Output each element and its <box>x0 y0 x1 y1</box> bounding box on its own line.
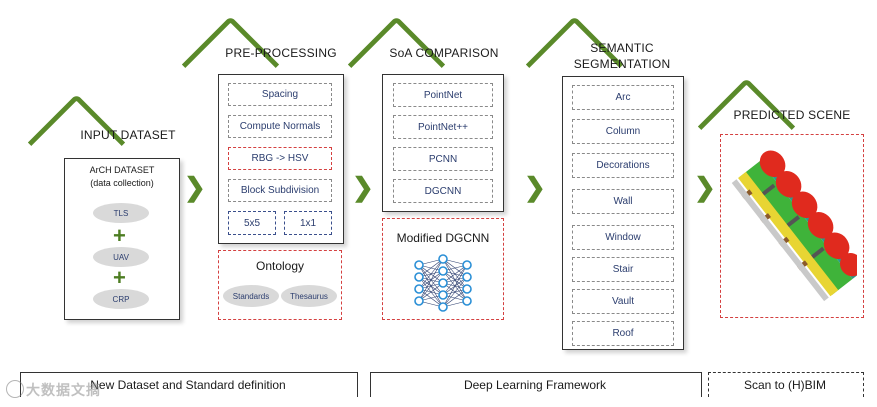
predicted-title: PREDICTED SCENE <box>733 108 851 122</box>
class-decorations: Decorations <box>572 153 674 178</box>
model-pcnn: PCNN <box>393 147 493 171</box>
chevron-right-icon: ❯ <box>524 172 546 202</box>
step-rgb-hsv: RBG -> HSV <box>228 147 332 170</box>
source-crp: CRP <box>93 289 149 309</box>
model-pointnet-plus: PointNet++ <box>393 115 493 139</box>
footer-middle-label: Deep Learning Framework <box>463 378 607 392</box>
model-pointnet: PointNet <box>393 83 493 107</box>
segmentation-title: SEMANTIC SEGMENTATION <box>560 40 684 72</box>
model-dgcnn: DGCNN <box>393 179 493 203</box>
input-dataset-title: INPUT DATASET <box>80 128 176 142</box>
step-compute-normals: Compute Normals <box>228 115 332 138</box>
chevron-right-icon: ❯ <box>184 172 206 202</box>
ontology-box: Ontology Standards Thesaurus <box>218 250 342 320</box>
class-arc: Arc <box>572 85 674 110</box>
chevron-right-icon: ❯ <box>352 172 374 202</box>
modified-dgcnn-title: Modified DGCNN <box>396 231 490 245</box>
panel-title: ArCH DATASET <box>89 165 155 175</box>
predicted-scene-box <box>720 134 864 318</box>
input-dataset-panel: ArCH DATASET (data collection) TLS + UAV… <box>64 158 180 320</box>
preprocessing-panel: Spacing Compute Normals RBG -> HSV Block… <box>218 74 344 244</box>
ontology-title: Ontology <box>255 259 305 273</box>
block-5x5: 5x5 <box>228 211 276 235</box>
modified-dgcnn-box: Modified DGCNN <box>382 218 504 320</box>
footer-right-bracket <box>708 372 864 397</box>
class-column: Column <box>572 119 674 144</box>
plus-icon: + <box>113 265 126 290</box>
block-1x1: 1x1 <box>284 211 332 235</box>
preprocessing-title: PRE-PROCESSING <box>225 46 337 60</box>
class-stair: Stair <box>572 257 674 282</box>
chevron-right-icon: ❯ <box>694 172 716 202</box>
segmentation-title-line2: SEGMENTATION <box>573 57 671 71</box>
ontology-thesaurus: Thesaurus <box>281 285 337 307</box>
point-cloud-image <box>731 150 857 302</box>
watermark: 大数据文摘 <box>26 382 101 398</box>
class-roof: Roof <box>572 321 674 346</box>
watermark-logo-icon <box>6 380 24 398</box>
step-block-subdivision: Block Subdivision <box>228 179 332 202</box>
ontology-standards: Standards <box>223 285 279 307</box>
footer-middle-bracket <box>370 372 702 397</box>
class-wall: Wall <box>572 189 674 214</box>
class-window: Window <box>572 225 674 250</box>
footer-left-label: New Dataset and Standard definition <box>90 378 286 392</box>
soa-title: SoA COMPARISON <box>389 46 499 60</box>
plus-icon: + <box>113 223 126 248</box>
neural-network-icon <box>414 254 472 312</box>
source-uav: UAV <box>93 247 149 267</box>
panel-subtitle: (data collection) <box>90 178 154 188</box>
soa-panel: PointNet PointNet++ PCNN DGCNN <box>382 74 504 212</box>
step-spacing: Spacing <box>228 83 332 106</box>
source-tls: TLS <box>93 203 149 223</box>
segmentation-title-line1: SEMANTIC <box>590 41 654 55</box>
footer-right-label: Scan to (H)BIM <box>743 378 827 392</box>
segmentation-panel: Arc Column Decorations Wall Window Stair… <box>562 76 684 350</box>
class-vault: Vault <box>572 289 674 314</box>
